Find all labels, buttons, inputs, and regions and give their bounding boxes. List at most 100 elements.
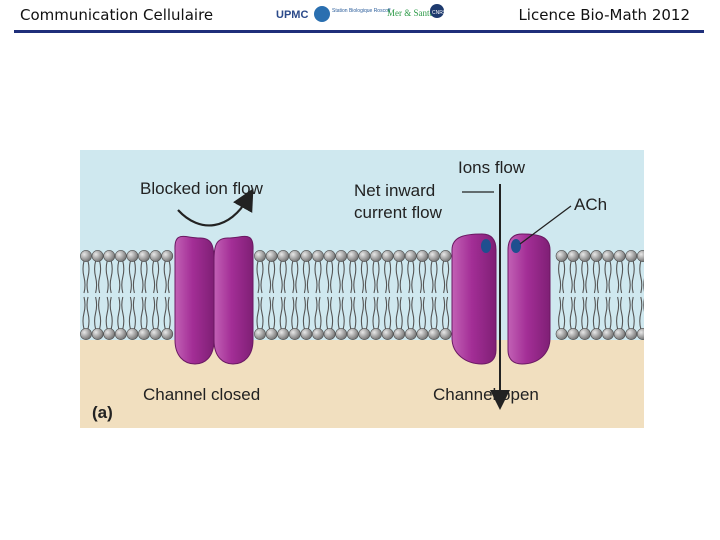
lipid-tail bbox=[581, 260, 585, 294]
lipid-bilayer bbox=[80, 250, 644, 340]
lipid-head bbox=[254, 250, 266, 262]
lipid-head bbox=[277, 250, 290, 262]
logo-mersante-text: Mer & Santé bbox=[387, 8, 434, 18]
lipid-tail bbox=[407, 296, 411, 330]
lipid-tail bbox=[562, 296, 566, 330]
lipid-tail bbox=[167, 260, 171, 294]
ion-channel-diagram: Blocked ion flow Ions flow Net inward cu… bbox=[80, 150, 644, 428]
lipid-head bbox=[346, 328, 359, 340]
lipid-tail bbox=[337, 260, 341, 294]
lipid-head bbox=[404, 328, 417, 340]
lipid-tail bbox=[442, 260, 446, 294]
lipid-tail bbox=[627, 260, 631, 294]
lipid-tail bbox=[434, 260, 438, 294]
lipid-head bbox=[277, 328, 290, 340]
closed-channel bbox=[174, 236, 254, 365]
station-biologique-logo: Station Biologique Roscoff bbox=[314, 6, 391, 22]
lipid-tail bbox=[260, 260, 264, 294]
mer-sante-logo: Mer & Santé bbox=[387, 8, 434, 18]
lipid-tail bbox=[156, 296, 160, 330]
lipid-head bbox=[590, 328, 603, 340]
lipid-head bbox=[567, 250, 580, 262]
lipid-head bbox=[416, 328, 429, 340]
lipid-tail bbox=[283, 296, 287, 330]
label-channel-closed: Channel closed bbox=[143, 385, 260, 404]
lipid-head bbox=[300, 328, 313, 340]
lipid-head bbox=[358, 250, 371, 262]
lipid-head bbox=[91, 328, 104, 340]
lipid-tail bbox=[86, 260, 90, 294]
lipid-tail bbox=[121, 260, 125, 294]
lipid-tail bbox=[260, 296, 264, 330]
lipid-tail bbox=[353, 260, 357, 294]
lipid-tail bbox=[306, 296, 310, 330]
lipid-tail bbox=[376, 296, 380, 330]
lipid-head bbox=[161, 250, 174, 262]
lipid-tail bbox=[434, 296, 438, 330]
header-right-title: Licence Bio-Math 2012 bbox=[518, 6, 690, 24]
lipid-tail bbox=[109, 296, 113, 330]
label-panel-a: (a) bbox=[92, 403, 113, 422]
lipid-tail bbox=[314, 296, 318, 330]
lipid-tail bbox=[376, 260, 380, 294]
header-left-title: Communication Cellulaire bbox=[20, 6, 214, 24]
logo-station-text: Station Biologique Roscoff bbox=[332, 8, 391, 14]
lipid-tail bbox=[604, 296, 608, 330]
lipid-head bbox=[404, 250, 417, 262]
lipid-tail bbox=[326, 296, 330, 330]
label-current-flow: current flow bbox=[354, 203, 443, 222]
lipid-head bbox=[439, 250, 452, 262]
lipid-tail bbox=[272, 260, 276, 294]
lipid-head bbox=[567, 328, 580, 340]
lipid-tail bbox=[105, 296, 109, 330]
lipid-tail bbox=[395, 296, 399, 330]
lipid-tail bbox=[128, 296, 132, 330]
lipid-tail bbox=[608, 260, 612, 294]
lipid-tail bbox=[94, 260, 98, 294]
lipid-head bbox=[381, 250, 394, 262]
lipid-tail bbox=[631, 296, 635, 330]
lipid-head bbox=[370, 328, 382, 340]
lipid-head bbox=[393, 250, 406, 262]
lipid-tail bbox=[418, 296, 422, 330]
lipid-tail bbox=[585, 296, 589, 330]
lipid-head bbox=[323, 250, 336, 262]
lipid-tail bbox=[384, 296, 388, 330]
lipid-head bbox=[312, 250, 324, 262]
lipid-head bbox=[555, 328, 568, 340]
lipid-tail bbox=[399, 260, 403, 294]
blocked-flow-arrow bbox=[177, 188, 254, 227]
lipid-tail bbox=[318, 296, 322, 330]
lipid-head bbox=[625, 328, 638, 340]
lipid-tail bbox=[592, 296, 596, 330]
lipid-tail bbox=[341, 260, 345, 294]
lipid-tail bbox=[422, 260, 426, 294]
lipid-tail bbox=[302, 296, 306, 330]
lipid-head bbox=[149, 250, 162, 262]
lipid-head bbox=[91, 250, 104, 262]
lipid-head bbox=[636, 328, 644, 340]
lipid-tail bbox=[620, 296, 624, 330]
lipid-tail bbox=[569, 296, 573, 330]
lipid-tail bbox=[163, 296, 167, 330]
lipid-tail bbox=[295, 260, 299, 294]
label-ach: ACh bbox=[574, 195, 607, 214]
lipid-tail bbox=[430, 296, 434, 330]
lipid-head bbox=[126, 328, 139, 340]
lipid-tail bbox=[372, 260, 376, 294]
lipid-tail bbox=[558, 260, 562, 294]
lipid-tail bbox=[82, 260, 86, 294]
lipid-head bbox=[254, 328, 266, 340]
logo-cnrs-text: CNRS bbox=[432, 10, 447, 16]
lipid-tail bbox=[364, 296, 368, 330]
lipid-head bbox=[265, 250, 278, 262]
lipid-head bbox=[416, 250, 429, 262]
ach-binding-site-right bbox=[511, 239, 521, 253]
lipid-tail bbox=[132, 296, 136, 330]
lipid-head bbox=[428, 328, 440, 340]
lipid-head bbox=[103, 328, 116, 340]
lipid-tail bbox=[418, 260, 422, 294]
lipid-head bbox=[555, 250, 568, 262]
lipid-head bbox=[265, 328, 278, 340]
cnrs-logo: CNRS bbox=[430, 4, 447, 18]
